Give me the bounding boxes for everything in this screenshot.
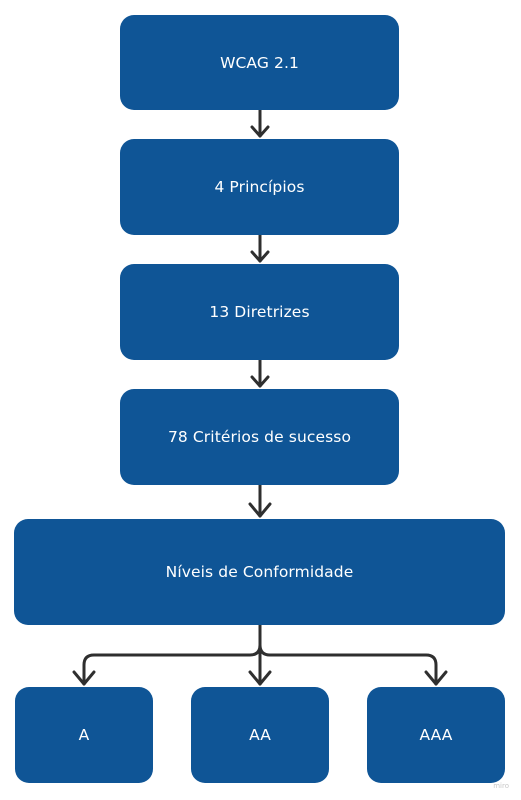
node-conformance-levels-label: Níveis de Conformidade (165, 563, 354, 581)
miro-watermark: miro (493, 782, 509, 790)
node-level-a: A (15, 687, 153, 783)
connector-conformance-levels (72, 623, 448, 686)
node-wcag: WCAG 2.1 (120, 15, 399, 110)
node-level-aa: AA (191, 687, 329, 783)
node-level-a-label: A (78, 726, 90, 744)
node-wcag-label: WCAG 2.1 (220, 53, 299, 72)
node-level-aaa: AAA (367, 687, 505, 783)
node-level-aa-label: AA (249, 726, 271, 744)
node-principles-label: 4 Princípios (214, 178, 305, 196)
node-guidelines-label: 13 Diretrizes (209, 303, 310, 321)
connector-wcag-principles (250, 108, 270, 138)
node-level-aaa-label: AAA (419, 726, 453, 744)
node-success-criteria: 78 Critérios de sucesso (120, 389, 399, 485)
node-conformance-levels: Níveis de Conformidade (14, 519, 505, 625)
connector-guidelines-criteria (250, 358, 270, 388)
node-principles: 4 Princípios (120, 139, 399, 235)
node-success-criteria-label: 78 Critérios de sucesso (167, 428, 352, 446)
connector-criteria-conformance (248, 483, 272, 518)
node-guidelines: 13 Diretrizes (120, 264, 399, 360)
connector-principles-guidelines (250, 233, 270, 263)
